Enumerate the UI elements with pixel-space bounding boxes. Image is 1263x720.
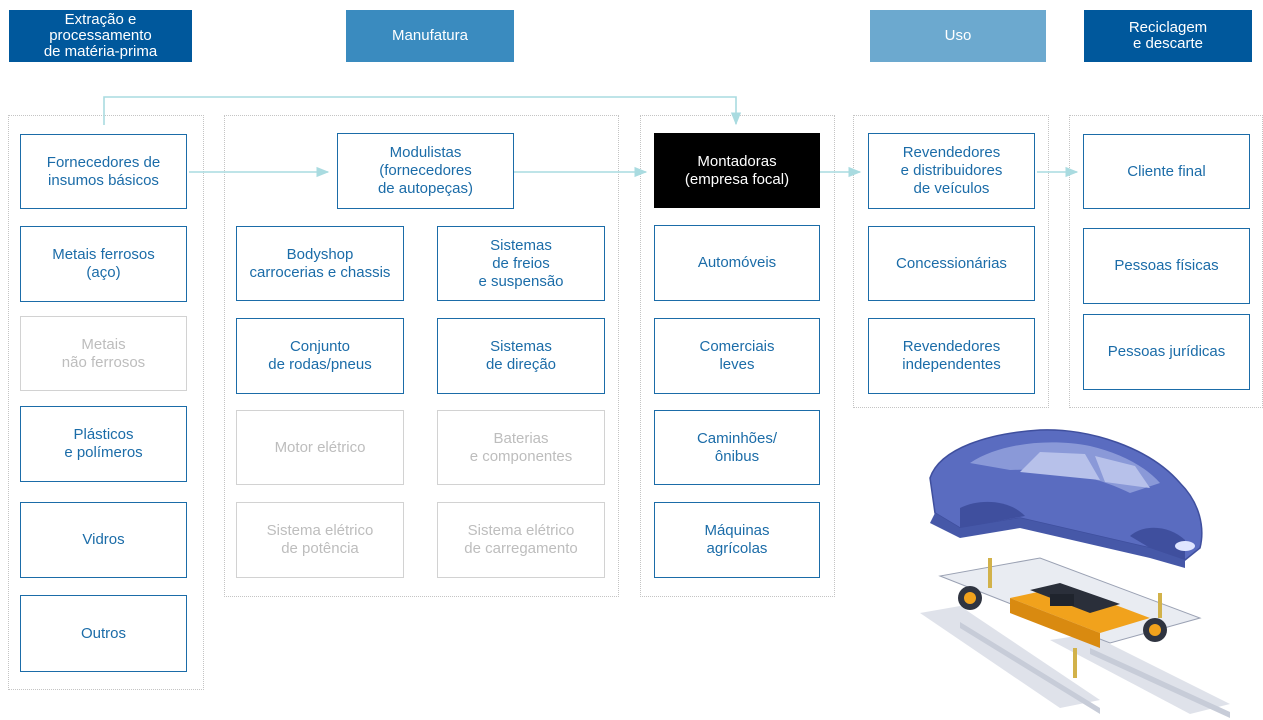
car-assembly-illustration <box>920 429 1230 718</box>
suppliers-item-metais-nao-ferrosos: Metais não ferrosos <box>20 316 187 391</box>
montadoras-item-automoveis: Automóveis <box>654 225 820 301</box>
suppliers-item-plasticos: Plásticos e polímeros <box>20 406 187 482</box>
clientes-head-box: Cliente final <box>1083 134 1250 209</box>
revendedores-item-concessionarias: Concessionárias <box>868 226 1035 301</box>
box-label: Outros <box>80 624 126 642</box>
stage-header-recycling: Reciclagem e descarte <box>1084 10 1252 62</box>
box-label: Sistema elétrico de carregamento <box>464 522 578 557</box>
modulistas-item-bodyshop: Bodyshop carrocerias e chassis <box>236 226 404 301</box>
chassis-icon <box>938 557 1202 678</box>
montadoras-item-comerciais: Comerciais leves <box>654 318 820 394</box>
modulistas-head-box: Modulistas (fornecedores de autopeças) <box>337 133 514 209</box>
modulistas-item-rodas: Conjunto de rodas/pneus <box>236 318 404 394</box>
montadoras-item-maquinas: Máquinas agrícolas <box>654 502 820 578</box>
box-label: Pessoas jurídicas <box>1107 343 1226 360</box>
box-label: Revendedores e distribuidores de veículo… <box>900 144 1003 197</box>
box-label: Concessionárias <box>896 254 1007 272</box>
box-label: Metais não ferrosos <box>61 335 146 371</box>
stage-label: Uso <box>944 27 972 44</box>
assembly-platform-icon <box>920 606 1230 718</box>
suppliers-head-box: Fornecedores de insumos básicos <box>20 134 187 209</box>
box-label: Sistema elétrico de potência <box>266 522 374 557</box>
modulistas-item-direcao: Sistemas de direção <box>437 318 605 394</box>
box-label: Automóveis <box>697 254 777 271</box>
suppliers-item-metais-ferrosos: Metais ferrosos (aço) <box>20 226 187 302</box>
box-label: Modulistas (fornecedores de autopeças) <box>377 144 474 197</box>
revendedores-head-box: Revendedores e distribuidores de veículo… <box>868 133 1035 209</box>
box-label: Fornecedores de insumos básicos <box>46 153 161 189</box>
stage-header-extraction: Extração e processamento de matéria-prim… <box>9 10 192 62</box>
box-label: Comerciais leves <box>699 338 775 373</box>
group-revendedores <box>853 115 1049 408</box>
box-label: Motor elétrico <box>274 438 366 456</box>
stage-header-manufacture: Manufatura <box>346 10 514 62</box>
box-label: Conjunto de rodas/pneus <box>268 338 372 373</box>
modulistas-item-freios: Sistemas de freios e suspensão <box>437 226 605 301</box>
stage-header-use: Uso <box>870 10 1046 62</box>
box-label: Sistemas de freios e suspensão <box>478 236 564 290</box>
car-body-icon <box>929 429 1203 568</box>
montadoras-head-box: Montadoras (empresa focal) <box>654 133 820 208</box>
box-label: Caminhões/ ônibus <box>696 429 778 465</box>
box-label: Plásticos e polímeros <box>64 426 143 461</box>
stage-label: Extração e processamento de matéria-prim… <box>43 11 158 60</box>
box-label: Sistemas de direção <box>485 338 557 373</box>
box-label: Baterias e componentes <box>469 429 573 465</box>
box-label: Cliente final <box>1127 162 1206 180</box>
modulistas-item-baterias: Baterias e componentes <box>437 410 605 485</box>
revendedores-item-independentes: Revendedores independentes <box>868 318 1035 394</box>
clientes-item-pessoas-juridicas: Pessoas jurídicas <box>1083 314 1250 390</box>
box-label: Bodyshop carrocerias e chassis <box>249 245 391 281</box>
modulistas-item-motor-eletrico: Motor elétrico <box>236 410 404 485</box>
box-label: Vidros <box>82 531 125 548</box>
clientes-item-pessoas-fisicas: Pessoas físicas <box>1083 228 1250 304</box>
suppliers-item-vidros: Vidros <box>20 502 187 578</box>
box-label: Metais ferrosos (aço) <box>52 246 155 281</box>
suppliers-item-outros: Outros <box>20 595 187 672</box>
box-label: Pessoas físicas <box>1114 257 1219 274</box>
modulistas-item-sistema-carregamento: Sistema elétrico de carregamento <box>437 502 605 578</box>
stage-label: Manufatura <box>392 27 468 44</box>
stage-label: Reciclagem e descarte <box>1128 19 1208 52</box>
modulistas-item-sistema-potencia: Sistema elétrico de potência <box>236 502 404 578</box>
montadoras-item-caminhoes: Caminhões/ ônibus <box>654 410 820 485</box>
box-label: Máquinas agrícolas <box>704 522 770 557</box>
box-label: Montadoras (empresa focal) <box>684 152 790 188</box>
box-label: Revendedores independentes <box>902 338 1001 373</box>
